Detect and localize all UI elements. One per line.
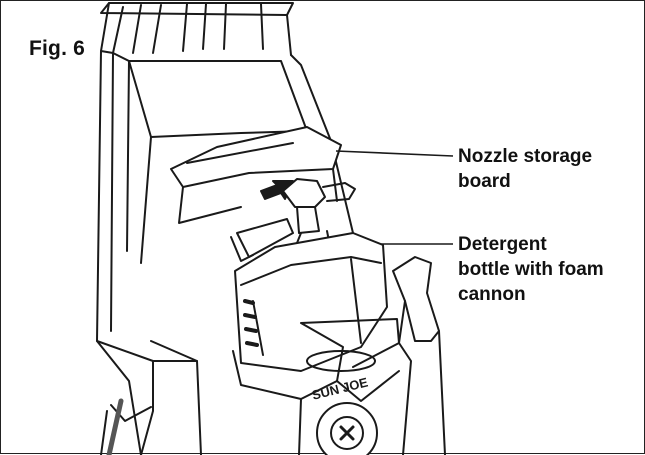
- callout-line: Nozzle storage: [458, 146, 593, 167]
- side-holster: [392, 256, 446, 455]
- callout-line: cannon: [458, 284, 526, 305]
- callout-detergent-bottle: Detergent bottle with foam cannon: [458, 232, 604, 307]
- bottle-cradle: [232, 318, 412, 455]
- leader-line-nozzle-board: [335, 150, 454, 157]
- lower-base: [96, 340, 378, 455]
- callout-line: board: [458, 171, 511, 192]
- handle-bar: [100, 2, 294, 56]
- brand-text: SUN JOE: [310, 374, 369, 402]
- washer-body: [96, 50, 374, 455]
- leader-lines: [335, 150, 454, 245]
- nozzle-storage-board: [170, 126, 342, 224]
- callout-line: Detergent: [458, 234, 547, 255]
- figure-label: Fig. 6: [27, 35, 90, 63]
- bottle-grip-ridges: [243, 299, 259, 347]
- detergent-bottle: [234, 232, 388, 372]
- callout-nozzle-storage-board: Nozzle storage board: [458, 144, 592, 194]
- callout-line: bottle with foam: [458, 259, 604, 280]
